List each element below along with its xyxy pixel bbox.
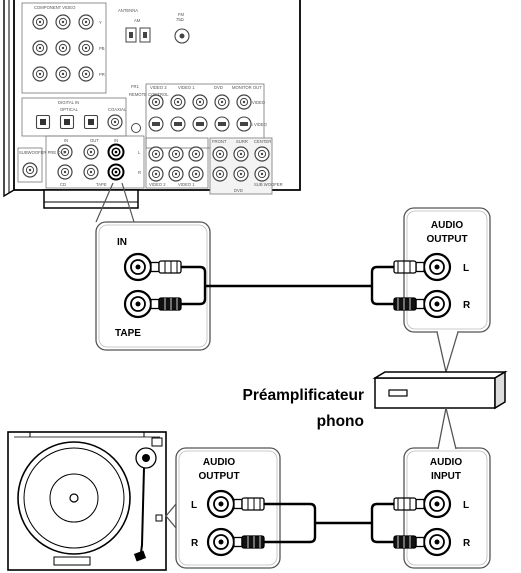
cd-label: CD (60, 182, 66, 187)
svg-text:PB: PB (99, 46, 105, 51)
component-video-jacks[interactable] (32, 14, 94, 82)
s-video-row-label: S VIDEO (250, 122, 268, 127)
video-1-bottom-label: VIDEO 1 (178, 182, 195, 187)
preamp-input-callout: AUDIO INPUT L R (403, 447, 491, 569)
preamp-indicator (388, 389, 408, 397)
receiver-rear-panel: COMPONENT VIDEO Y PB PR ANTENNA AM FM 75… (3, 0, 301, 209)
fm-label: FM (178, 12, 185, 17)
video-3-label: VIDEO 3 (150, 85, 167, 90)
preamp-name-line1: Préamplificateur (243, 387, 364, 404)
surr-label: SURR (236, 139, 248, 144)
phono-preamp (372, 370, 508, 410)
out-label-1: OUT (90, 138, 99, 143)
antenna-label: ANTENNA (118, 8, 138, 13)
svg-text:Y: Y (99, 20, 102, 25)
tape-callout: IN TAPE (95, 221, 211, 351)
subwoofer-pre-out-label: SUBWOOFER PRE OUT (19, 150, 67, 155)
turntable-output-title-1: AUDIO (203, 457, 235, 468)
center-label: CENTER (254, 139, 271, 144)
dvd-bottom-label: DVD (234, 188, 243, 193)
fm-75-label: 75Ω (176, 17, 184, 22)
component-video-group (21, 2, 107, 94)
digital-in-label: DIGITAL IN (58, 100, 79, 105)
preamp-output-title-1: AUDIO (431, 220, 463, 231)
turntable-output-r-jack[interactable] (206, 527, 236, 557)
coaxial-label: COAXIAL (108, 107, 127, 112)
remote-control-jack[interactable] (131, 123, 141, 133)
preamp-name-line2: phono (317, 413, 364, 430)
turntable-output-l-label: L (191, 500, 197, 511)
l-label: L (138, 150, 141, 155)
cable-turntable-to-preamp (233, 497, 425, 549)
preamp-input-l-label: L (463, 500, 469, 511)
turntable-output-r-label: R (191, 538, 199, 549)
preamp-output-r-jack[interactable] (422, 289, 452, 319)
in-label-2: IN (114, 138, 118, 143)
svg-text:FR1: FR1 (131, 84, 140, 89)
monitor-out-label: MONITOR OUT (232, 85, 262, 90)
dvd-top-label: DVD (214, 85, 223, 90)
video-row-label: VIDEO (252, 100, 266, 105)
coaxial-jack[interactable] (107, 114, 123, 130)
fm-antenna-jack[interactable] (174, 28, 190, 44)
optical-jacks[interactable] (35, 114, 99, 130)
tape-in-jacks[interactable] (107, 143, 125, 181)
preamp-input-r-jack[interactable] (422, 527, 452, 557)
r-label: R (138, 170, 141, 175)
tape-in-r-jack[interactable] (123, 289, 153, 319)
video-2-label: VIDEO 2 (149, 182, 166, 187)
tape-label-callout: TAPE (115, 328, 141, 339)
svg-text:PR: PR (99, 72, 105, 77)
preamp-output-l-label: L (463, 263, 469, 274)
tape-in-label: IN (117, 237, 127, 248)
turntable (7, 431, 167, 571)
front-label: FRONT (212, 139, 227, 144)
video-1-label: VIDEO 1 (178, 85, 195, 90)
in-label-1: IN (64, 138, 68, 143)
remote-control-label: REMOTE CONTROL (129, 92, 169, 97)
preamp-input-l-jack[interactable] (422, 489, 452, 519)
subwoofer-pre-out-jack[interactable] (22, 162, 38, 178)
preamp-input-title-2: INPUT (431, 471, 461, 482)
component-video-label: COMPONENT VIDEO (34, 5, 76, 10)
preamp-input-r-label: R (463, 538, 471, 549)
turntable-output-title-2: OUTPUT (198, 471, 239, 482)
preamp-output-l-jack[interactable] (422, 252, 452, 282)
preamp-input-title-1: AUDIO (430, 457, 462, 468)
am-label: AM (134, 18, 141, 23)
tape-in-l-jack[interactable] (123, 252, 153, 282)
preamp-output-r-label: R (463, 300, 471, 311)
tape-label: TAPE (96, 182, 107, 187)
subwoofer-label: SUB WOOFER (254, 182, 283, 187)
turntable-output-l-jack[interactable] (206, 489, 236, 519)
cable-tape-to-preamp (150, 260, 425, 311)
preamp-output-title-2: OUTPUT (426, 234, 467, 245)
optical-label: OPTICAL (60, 107, 79, 112)
